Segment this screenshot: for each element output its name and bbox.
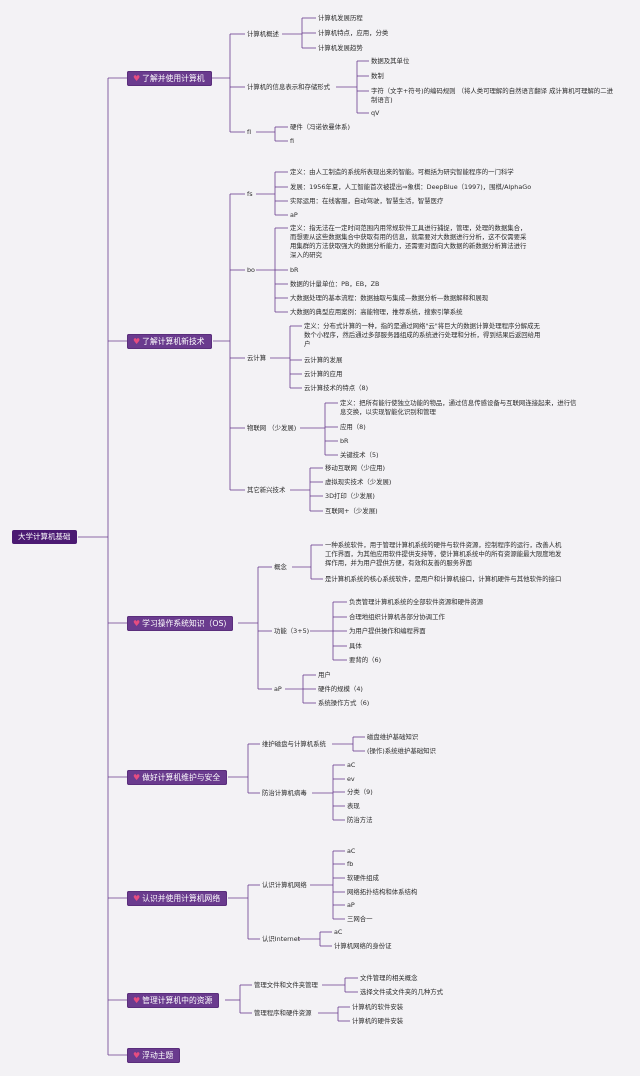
leaf-ai-ap[interactable]: aP — [290, 211, 298, 219]
sub-info-representation[interactable]: 计算机的信息表示和存储形式 — [247, 83, 331, 91]
leaf-memorize[interactable]: 要背的（6) — [349, 656, 382, 664]
leaf-users[interactable]: 用户 — [318, 671, 331, 679]
sub-disk-maint[interactable]: 维护磁盘与计算机系统 — [262, 740, 326, 748]
leaf-os-def[interactable]: 一种系统软件，用于管理计算机系统的硬件与软件资源，控制程序的运行，改善人机工作界… — [325, 541, 562, 567]
sub-program-hw[interactable]: 管理程序和硬件资源 — [254, 1009, 312, 1017]
leaf-three-networks[interactable]: 三网合一 — [347, 915, 373, 923]
leaf-file-select[interactable]: 选择文件或文件夹的几种方式 — [360, 988, 444, 996]
sub-os-concept[interactable]: 概念 — [274, 563, 287, 571]
leaf-features[interactable]: 计算机特点，应用，分类 — [318, 29, 389, 37]
leaf-hw-scale[interactable]: 硬件的规模（4) — [318, 685, 363, 693]
leaf-net-fb[interactable]: fb — [347, 860, 354, 868]
leaf-os-core[interactable]: 是计算机系统的核心系统软件，是用户和计算机接口，计算机硬件与其他软件的接口 — [325, 575, 562, 583]
sub-internet[interactable]: 认识Internet — [262, 935, 301, 943]
leaf-organize[interactable]: 合理地组织计算机各部分协调工作 — [349, 613, 445, 621]
leaf-3d[interactable]: 3D打印（少发展) — [325, 492, 375, 500]
leaf-vr[interactable]: 虚拟现实技术（少发展) — [325, 478, 392, 486]
leaf-iot-def[interactable]: 定义：把所有能行使独立功能的物品，通过信息传感设备与互联网连接起来，进行信息交换… — [340, 399, 577, 416]
leaf-virus-ev[interactable]: ev — [347, 775, 355, 783]
leaf-hw-install[interactable]: 计算机的硬件安装 — [352, 1017, 404, 1025]
leaf-interface[interactable]: 为用户提供操作和编程界面 — [349, 627, 426, 635]
heart-icon: ♥ — [133, 773, 141, 782]
leaf-br[interactable]: bR — [290, 266, 299, 274]
heart-icon: ♥ — [133, 74, 141, 83]
leaf-cloud-def[interactable]: 定义：分布式计算的一种，指的是通过网络"云"将巨大的数据计算处理程序分解成无数个… — [304, 322, 541, 348]
leaf-inet-id[interactable]: 计算机网络的身份证 — [334, 942, 392, 950]
leaf-number-system[interactable]: 数制 — [371, 72, 384, 80]
sub-cloud[interactable]: 云计算 — [247, 354, 267, 362]
leaf-fi[interactable]: fi — [290, 137, 295, 145]
leaf-virus-class[interactable]: 分类（9) — [347, 788, 373, 796]
sub-fi[interactable]: fI — [247, 128, 252, 136]
branch-use-computer[interactable]: ♥了解并使用计算机 — [127, 71, 212, 86]
branch-floating[interactable]: ♥浮动主题 — [127, 1048, 181, 1063]
leaf-cloud-dev[interactable]: 云计算的发展 — [304, 356, 343, 364]
leaf-net-ac[interactable]: aC — [347, 847, 356, 855]
heart-icon: ♥ — [133, 894, 141, 903]
sub-file-manage[interactable]: 管理文件和文件夹管理 — [254, 981, 318, 989]
leaf-qv[interactable]: qV — [371, 109, 380, 117]
leaf-specific[interactable]: 具体 — [349, 642, 362, 650]
sub-iot[interactable]: 物联网 （少发展) — [247, 424, 297, 432]
leaf-bigdata-case[interactable]: 大数据的典型应用案例：高能物理，推荐系统，搜索引擎系统 — [290, 308, 463, 316]
branch-os[interactable]: ♥学习操作系统知识（OS) — [127, 616, 234, 631]
leaf-char-encoding[interactable]: 字符（文字+符号)的编码规则 （将人类可理解的自然语言翻译 成计算机可理解的二进… — [371, 87, 613, 104]
sub-os-ap[interactable]: aP — [274, 685, 282, 693]
leaf-manage-res[interactable]: 负责管理计算机系统的全部软件资源和硬件资源 — [349, 598, 484, 606]
leaf-ai-dev[interactable]: 发展：1956年夏，人工智能首次被提出⇒象棋：DeepBlue（1997)，围棋… — [290, 183, 532, 191]
root-topic[interactable]: 大学计算机基础 — [12, 530, 77, 544]
leaf-ai-def[interactable]: 定义：由人工制造的系统所表现出来的智能。可概括为研究智能程序的一门科学 — [290, 168, 514, 176]
leaf-cloud-feature[interactable]: 云计算技术的特点（8) — [304, 384, 369, 392]
leaf-hardware[interactable]: 硬件（冯诺依曼体系) — [290, 123, 351, 131]
leaf-mobile[interactable]: 移动互联网（少应用) — [325, 464, 386, 472]
leaf-internet-plus[interactable]: 互联网+（少发展) — [325, 507, 378, 515]
branch-network[interactable]: ♥认识并使用计算机网络 — [127, 891, 228, 906]
branch-maintenance[interactable]: ♥做好计算机维护与安全 — [127, 770, 228, 785]
leaf-virus-show[interactable]: 表现 — [347, 802, 360, 810]
sub-bo[interactable]: bo — [247, 266, 255, 274]
leaf-iot-key[interactable]: 关键技术（5) — [340, 451, 379, 459]
sub-other-tech[interactable]: 其它新兴技术 — [247, 486, 286, 494]
leaf-trend[interactable]: 计算机发展趋势 — [318, 44, 363, 52]
sub-os-function[interactable]: 功能（3+5) — [274, 627, 310, 635]
leaf-op-mode[interactable]: 系统操作方式（6) — [318, 699, 370, 707]
leaf-bigdata-flow[interactable]: 大数据处理的基本流程：数据抽取与集成—数据分析—数据解释和展现 — [290, 294, 489, 302]
leaf-bigdata-unit[interactable]: 数据的计量单位：PB，EB，ZB — [290, 280, 380, 288]
branch-new-tech[interactable]: ♥了解计算机新技术 — [127, 334, 212, 349]
branch-resources[interactable]: ♥管理计算机中的资源 — [127, 993, 220, 1008]
leaf-disk-basic[interactable]: 磁盘维护基础知识 — [367, 733, 419, 741]
leaf-iot-br[interactable]: bR — [340, 437, 349, 445]
heart-icon: ♥ — [133, 337, 141, 346]
heart-icon: ♥ — [133, 1051, 141, 1060]
sub-know-network[interactable]: 认识计算机网络 — [262, 881, 307, 889]
leaf-data-unit[interactable]: 数据及其单位 — [371, 57, 410, 65]
leaf-virus-ac[interactable]: aC — [347, 761, 356, 769]
heart-icon: ♥ — [133, 996, 141, 1005]
sub-fs[interactable]: fs — [247, 190, 253, 198]
leaf-cloud-app[interactable]: 云计算的应用 — [304, 370, 343, 378]
heart-icon: ♥ — [133, 619, 141, 628]
leaf-history[interactable]: 计算机发展历程 — [318, 14, 363, 22]
leaf-net-hwsw[interactable]: 软硬件组成 — [347, 874, 379, 882]
leaf-inet-ac[interactable]: aC — [334, 928, 343, 936]
leaf-bigdata-def[interactable]: 定义：指无法在一定时间范围内用常规软件工具进行捕捉，管理，处理的数据集合，而想要… — [290, 224, 527, 259]
leaf-sys-basic[interactable]: (操作)系统维护基础知识 — [367, 747, 436, 755]
leaf-ai-apply[interactable]: 实际运用：在线客服，自动驾驶，智慧生活，智慧医疗 — [290, 197, 444, 205]
leaf-file-concept[interactable]: 文件管理的相关概念 — [360, 974, 418, 982]
leaf-net-topology[interactable]: 网络拓扑结构和体系结构 — [347, 888, 418, 896]
leaf-iot-app[interactable]: 应用（8) — [340, 423, 366, 431]
leaf-virus-prevent[interactable]: 防治方法 — [347, 816, 373, 824]
leaf-net-ap[interactable]: aP — [347, 901, 355, 909]
sub-virus[interactable]: 防治计算机病毒 — [262, 789, 307, 797]
sub-computer-overview[interactable]: 计算机概述 — [247, 30, 279, 38]
leaf-sw-install[interactable]: 计算机的软件安装 — [352, 1003, 404, 1011]
